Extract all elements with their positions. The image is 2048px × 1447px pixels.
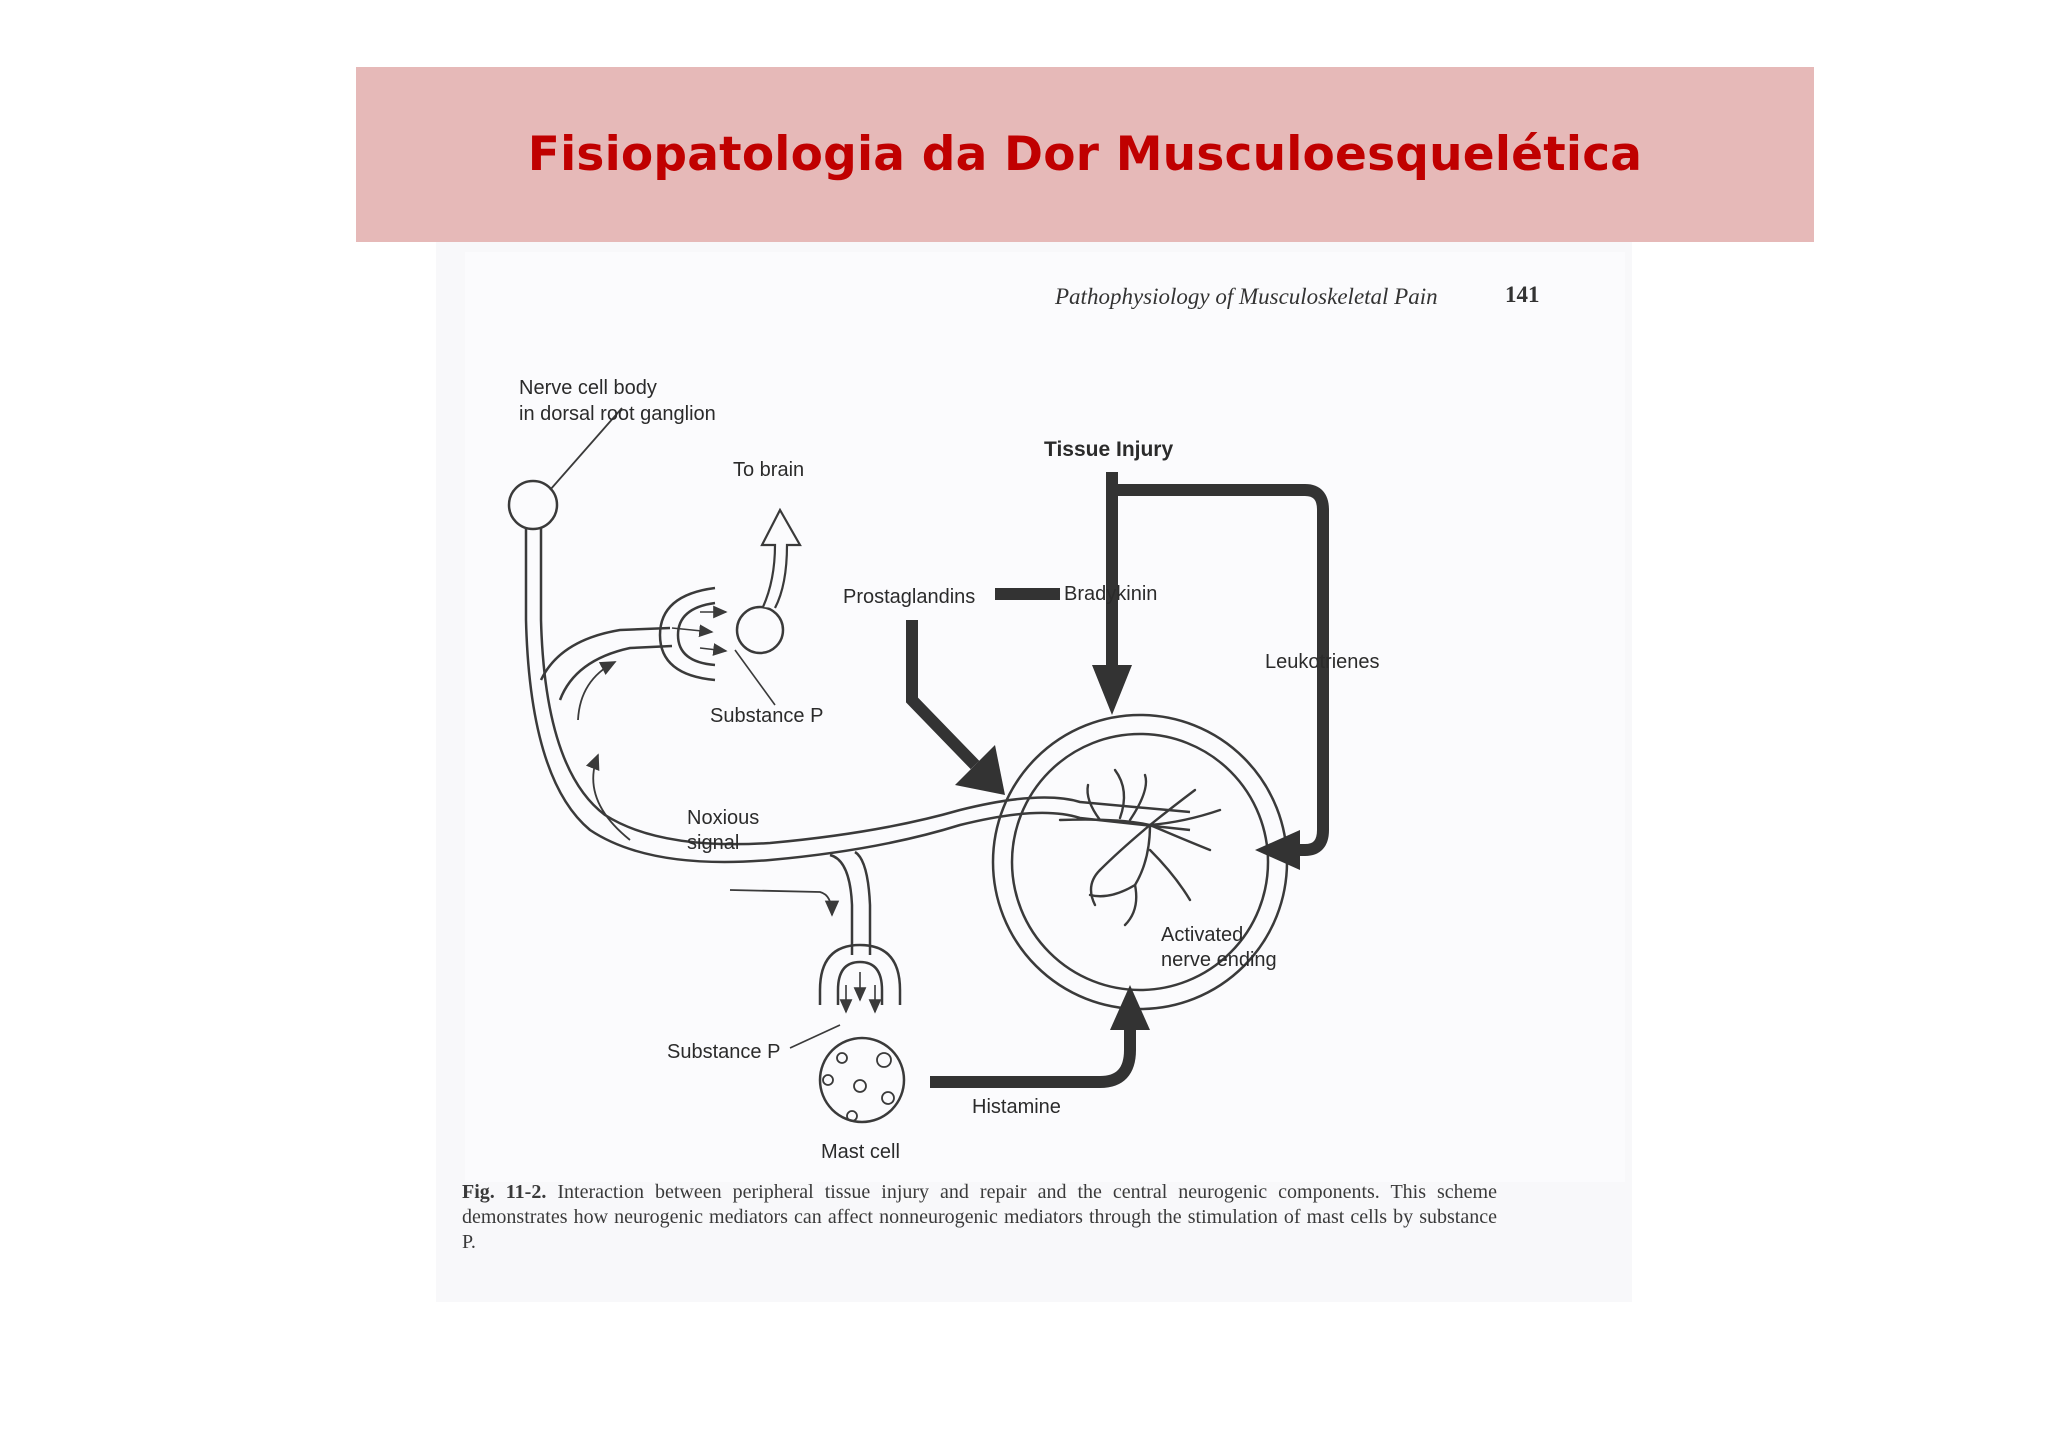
axon-inner [539, 528, 1191, 846]
figure-caption-text: Interaction between peripheral tissue in… [462, 1181, 1497, 1253]
label-histamine: Histamine [972, 1096, 1061, 1118]
substance-p-top-pointer [734, 649, 776, 706]
central-branch-inner [558, 644, 673, 701]
mediator-pathways [906, 472, 1329, 1088]
peripheral-branch-outer [829, 853, 854, 955]
scanned-page [465, 252, 1625, 1182]
label-noxious-1: Noxious [687, 807, 759, 829]
label-to-brain: To brain [733, 459, 804, 481]
label-activated-1: Activated [1161, 924, 1243, 946]
label-substance-p-bottom: Substance P [667, 1041, 780, 1063]
peripheral-branch-inner [854, 850, 872, 955]
histamine-arrowhead [1110, 985, 1150, 1030]
label-leukotrienes: Leukotrienes [1265, 651, 1380, 673]
label-noxious-2: signal [687, 832, 739, 854]
running-head: Pathophysiology of Musculoskeletal Pain [1055, 284, 1438, 309]
leukotrienes-arrowhead [1255, 830, 1300, 870]
nerve-ending-inner [1010, 732, 1270, 992]
substance-p-bottom-pointer [789, 1024, 841, 1049]
peripheral-presynaptic-cup [818, 943, 902, 1005]
label-bradykinin: Bradykinin [1064, 583, 1157, 605]
to-brain-arrow [760, 507, 802, 609]
label-nerve-cell-body-1: Nerve cell body [519, 377, 657, 399]
central-branch-arrow [577, 661, 617, 721]
mast-cell [818, 1036, 906, 1124]
second-order-neuron [735, 605, 785, 655]
prostaglandins-arrowhead [955, 745, 1005, 795]
peripheral-branch-arrow [729, 889, 840, 917]
noxious-signal-arrow [585, 753, 631, 841]
label-substance-p-top: Substance P [710, 705, 823, 727]
axon-outer [524, 528, 1191, 864]
label-tissue-injury: Tissue Injury [1044, 438, 1173, 461]
label-nerve-cell-body-2: in dorsal root ganglion [519, 403, 716, 425]
label-prostaglandins: Prostaglandins [843, 586, 975, 608]
nerve-cell-body [507, 479, 559, 531]
slide-title: Fisiopatologia da Dor Musculoesquelética [527, 127, 1643, 182]
figure-caption-label: Fig. 11-2. [462, 1181, 547, 1203]
central-presynaptic-cup-inner [676, 601, 716, 667]
nerve-ending-arbor [1058, 768, 1222, 927]
figure-caption: Fig. 11-2. Interaction between periphera… [462, 1180, 1497, 1255]
nerve-cell-body-pointer [549, 407, 623, 491]
label-activated-2: nerve ending [1161, 949, 1277, 971]
central-branch-outer [539, 626, 671, 681]
label-mast-cell: Mast cell [821, 1141, 900, 1163]
slide-title-bar: Fisiopatologia da Dor Musculoesquelética [356, 67, 1814, 242]
page-number: 141 [1505, 282, 1540, 307]
central-presynaptic-cup [658, 586, 716, 682]
bradykinin-arrowhead [1092, 665, 1132, 715]
